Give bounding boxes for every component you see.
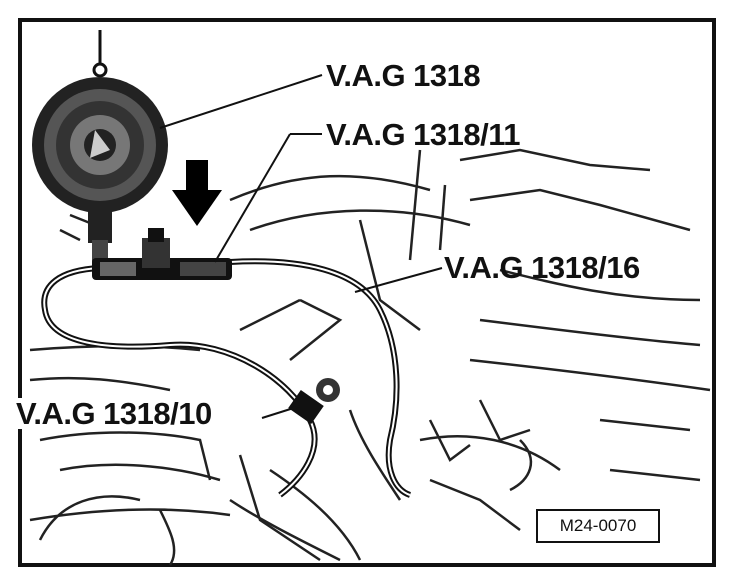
callout-connector: V.A.G 1318/10 [14,396,214,431]
callout-hose: V.A.G 1318/16 [444,250,640,285]
pressure-gauge [32,30,168,262]
callout-adapter: V.A.G 1318/11 [326,117,521,152]
figure-reference: M24-0070 [536,509,660,543]
callout-gauge: V.A.G 1318 [326,58,481,93]
leader-lines [159,74,443,419]
hose-connector [288,378,340,425]
figure-frame [18,18,716,567]
arrow-down-icon [172,160,222,226]
background-engine-parts [29,148,711,566]
shutoff-adapter [92,228,232,280]
